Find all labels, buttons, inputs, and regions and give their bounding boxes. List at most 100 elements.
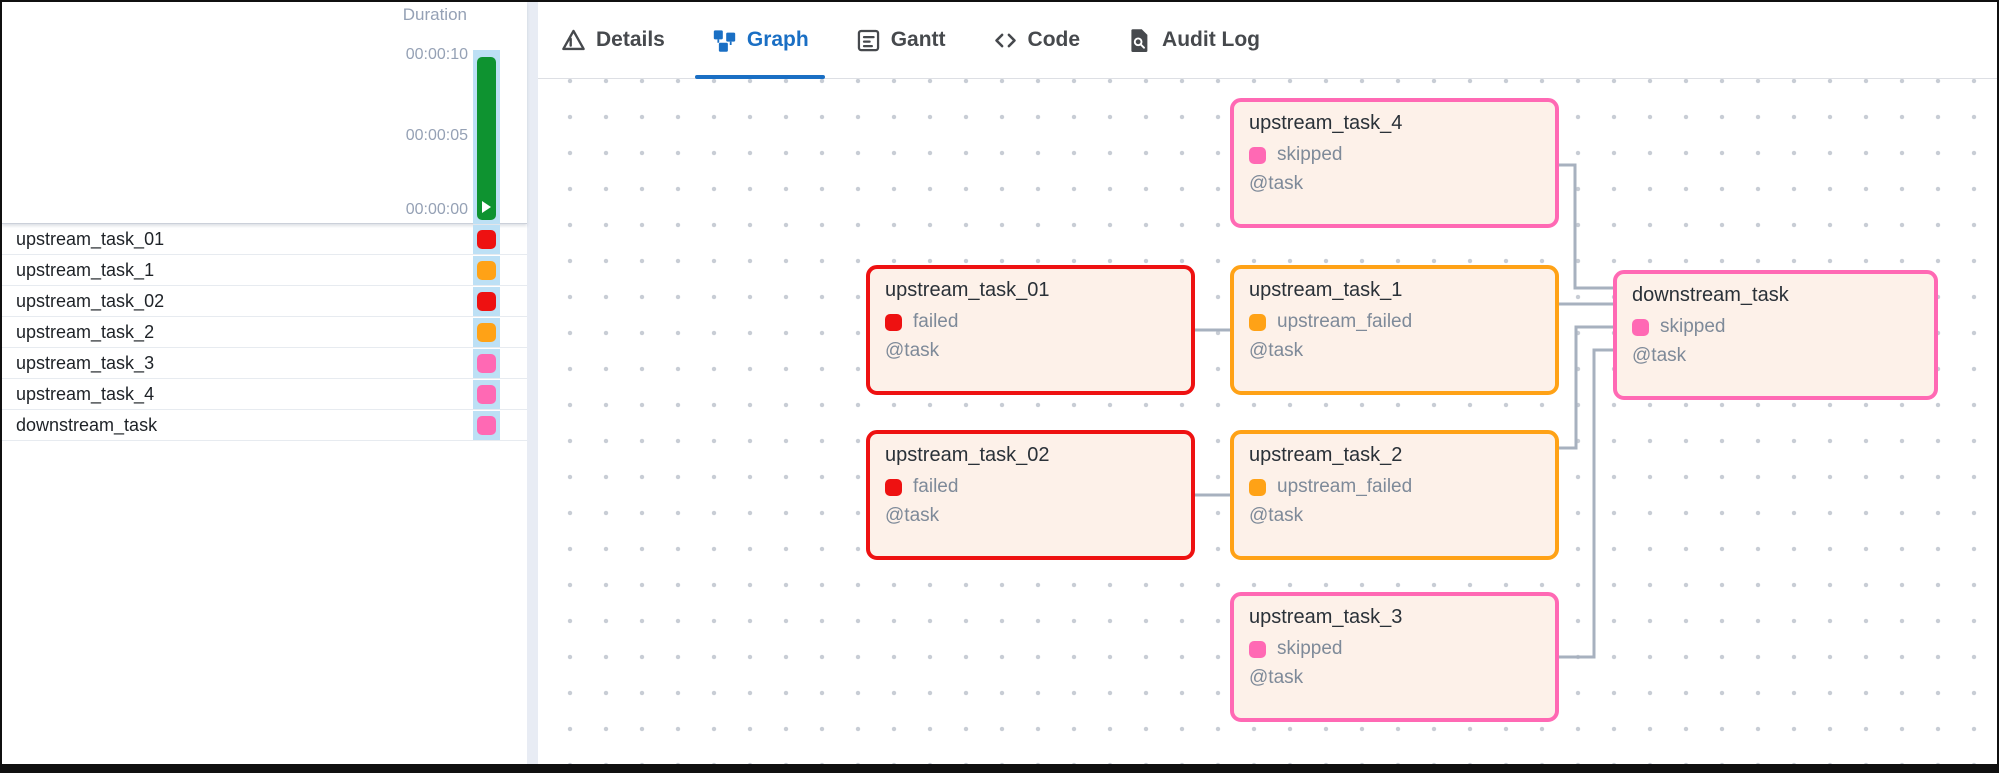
tab-label: Code — [1027, 28, 1081, 51]
node-decorator-label: @task — [1249, 505, 1304, 526]
node-state-label: failed — [913, 311, 959, 332]
node-status-row: failed — [885, 476, 1176, 498]
node-decorator-label: @task — [1632, 345, 1687, 366]
tab-code[interactable]: Code — [976, 2, 1097, 78]
node-state-label: skipped — [1660, 316, 1726, 337]
edge-upstream_task_4-to-downstream_task — [1559, 163, 1613, 290]
gantt-icon — [855, 27, 882, 54]
task-list-row-upstream_task_2[interactable]: upstream_task_2 — [2, 317, 527, 348]
task-name-label: downstream_task — [16, 414, 158, 435]
grid-sidebar: Duration 00:00:10 00:00:05 00:00:00 upst… — [2, 2, 527, 764]
dag-run-duration-bar[interactable] — [477, 57, 496, 220]
node-title: upstream_task_02 — [885, 444, 1050, 466]
status-square-failed-icon[interactable] — [477, 291, 496, 311]
duration-tick: 00:00:10 — [405, 46, 468, 63]
graph-node-upstream_task_2[interactable]: upstream_task_2 upstream_failed @task — [1230, 430, 1559, 560]
task-list-row-upstream_task_01[interactable]: upstream_task_01 — [2, 224, 527, 255]
node-status-square-failed-icon — [885, 313, 902, 331]
manual-run-play-icon — [482, 201, 491, 213]
task-list: upstream_task_01 upstream_task_1 upstrea… — [2, 224, 527, 441]
duration-tick: 00:00:05 — [405, 127, 468, 144]
task-instance-cell — [473, 379, 500, 409]
node-title: upstream_task_01 — [885, 279, 1050, 301]
task-name-label: upstream_task_3 — [16, 352, 155, 373]
task-instance-cell — [473, 348, 500, 378]
audit-log-icon — [1126, 27, 1153, 54]
tab-audit-log[interactable]: Audit Log — [1110, 2, 1276, 78]
task-list-row-upstream_task_1[interactable]: upstream_task_1 — [2, 255, 527, 286]
node-decorator-label: @task — [885, 505, 940, 526]
task-list-row-downstream_task[interactable]: downstream_task — [2, 410, 527, 441]
status-square-upstream_failed-icon[interactable] — [477, 322, 496, 342]
node-state-label: skipped — [1277, 638, 1343, 659]
node-title: upstream_task_2 — [1249, 444, 1403, 466]
node-status-square-upstream_failed-icon — [1249, 313, 1266, 331]
node-title: upstream_task_1 — [1249, 279, 1403, 301]
node-state-label: upstream_failed — [1277, 476, 1413, 497]
task-list-row-upstream_task_4[interactable]: upstream_task_4 — [2, 379, 527, 410]
active-tab-underline — [694, 75, 825, 79]
edge-upstream_task_3-to-downstream_task — [1559, 348, 1613, 659]
graph-node-upstream_task_4[interactable]: upstream_task_4 skipped @task — [1230, 98, 1559, 228]
node-state-label: failed — [913, 476, 959, 497]
graph-edges — [1195, 163, 1613, 659]
task-name-label: upstream_task_1 — [16, 259, 155, 280]
node-status-row: skipped — [1249, 638, 1540, 660]
graph-node-downstream_task[interactable]: downstream_task skipped @task — [1613, 270, 1938, 400]
code-icon — [992, 27, 1019, 54]
task-name-label: upstream_task_01 — [16, 228, 165, 249]
tab-graph[interactable]: Graph — [694, 2, 825, 79]
edge-upstream_task_2-to-downstream_task — [1559, 325, 1613, 450]
task-instance-cell — [473, 317, 500, 347]
warning-triangle-icon — [560, 27, 587, 54]
node-title: upstream_task_4 — [1249, 112, 1403, 134]
duration-tick: 00:00:00 — [405, 201, 468, 218]
tab-label: Gantt — [890, 28, 946, 51]
graph-node-upstream_task_01[interactable]: upstream_task_01 failed @task — [866, 265, 1195, 395]
sidebar-canvas-divider[interactable] — [527, 2, 538, 764]
node-decorator-label: @task — [1249, 340, 1304, 361]
graph-node-upstream_task_3[interactable]: upstream_task_3 skipped @task — [1230, 592, 1559, 722]
status-square-failed-icon[interactable] — [477, 229, 496, 249]
status-square-skipped-icon[interactable] — [477, 353, 496, 373]
tab-label: Graph — [746, 28, 809, 51]
node-state-label: upstream_failed — [1277, 311, 1413, 332]
task-instance-cell — [473, 255, 500, 285]
node-decorator-label: @task — [1249, 173, 1304, 194]
node-title: downstream_task — [1632, 284, 1789, 306]
task-instance-cell — [473, 410, 500, 440]
task-name-label: upstream_task_4 — [16, 383, 155, 404]
duration-axis-header: Duration 00:00:10 00:00:05 00:00:00 — [2, 2, 527, 224]
node-status-row: skipped — [1249, 144, 1540, 166]
graph-node-upstream_task_02[interactable]: upstream_task_02 failed @task — [866, 430, 1195, 560]
node-status-square-failed-icon — [885, 478, 902, 496]
node-status-row: upstream_failed — [1249, 311, 1540, 333]
graph-node-upstream_task_1[interactable]: upstream_task_1 upstream_failed @task — [1230, 265, 1559, 395]
duration-axis-title: Duration — [402, 5, 467, 24]
task-instance-cell — [473, 224, 500, 254]
tab-details[interactable]: Details — [544, 2, 681, 78]
task-instance-cell — [473, 286, 500, 316]
main-panel: Details Graph Gantt Code Audit Log upstr… — [538, 2, 1997, 764]
status-square-skipped-icon[interactable] — [477, 384, 496, 404]
tab-label: Audit Log — [1162, 28, 1261, 51]
graph-canvas[interactable]: upstream_task_4 skipped @task upstream_t… — [538, 79, 1997, 764]
status-square-upstream_failed-icon[interactable] — [477, 260, 496, 280]
status-square-skipped-icon[interactable] — [477, 415, 496, 435]
node-status-row: upstream_failed — [1249, 476, 1540, 498]
task-name-label: upstream_task_2 — [16, 321, 155, 342]
node-status-square-skipped-icon — [1249, 640, 1266, 658]
tab-gantt[interactable]: Gantt — [839, 2, 962, 78]
node-status-row: skipped — [1632, 316, 1919, 338]
node-status-row: failed — [885, 311, 1176, 333]
tab-label: Details — [596, 28, 665, 51]
node-status-square-skipped-icon — [1249, 146, 1266, 164]
node-status-square-upstream_failed-icon — [1249, 478, 1266, 496]
node-decorator-label: @task — [885, 340, 940, 361]
task-list-row-upstream_task_02[interactable]: upstream_task_02 — [2, 286, 527, 317]
node-state-label: skipped — [1277, 144, 1343, 165]
task-list-row-upstream_task_3[interactable]: upstream_task_3 — [2, 348, 527, 379]
graph-icon — [711, 27, 738, 54]
node-status-square-skipped-icon — [1632, 318, 1649, 336]
